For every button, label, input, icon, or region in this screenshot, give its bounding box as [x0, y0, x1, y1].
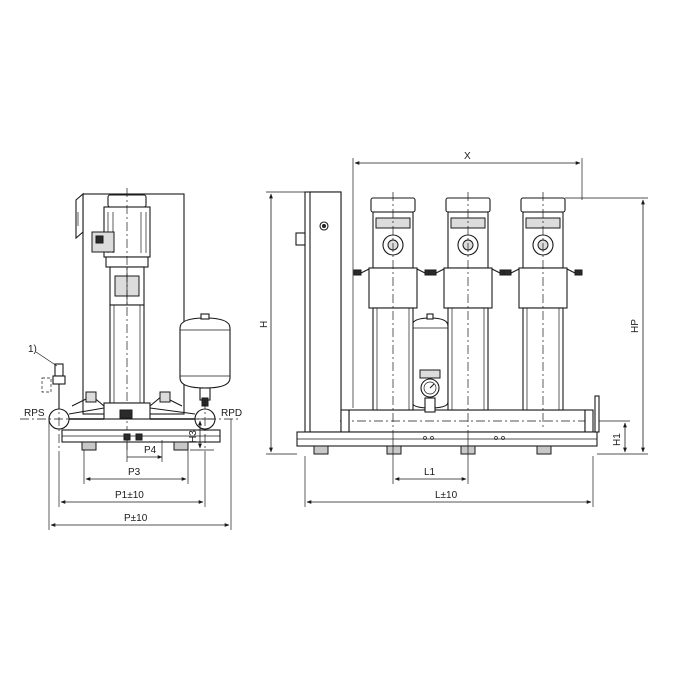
note-1-label: 1) [28, 344, 37, 355]
machine-foot [386, 445, 402, 455]
side-view-dimensions: H3 P4 P3 P1±10 P±10 [48, 418, 232, 530]
l1-label: L1 [424, 467, 436, 478]
machine-foot [81, 441, 97, 451]
cabinet-door-handle [75, 192, 84, 240]
machine-foot [313, 445, 329, 455]
p-label: P±10 [124, 513, 148, 524]
p4-label: P4 [144, 445, 157, 456]
machine-foot [536, 445, 552, 455]
rps-label: RPS [24, 408, 45, 419]
side-view: 1) RPS RPD [20, 188, 242, 455]
pump-unit [353, 192, 433, 430]
pressure-vessel [179, 317, 231, 389]
optional-component-outline [41, 377, 52, 393]
pump-unit [428, 192, 508, 430]
cabinet-handle [295, 232, 306, 246]
l-label: L±10 [435, 490, 458, 501]
hp-label: HP [630, 319, 641, 333]
h-label: H [259, 321, 270, 328]
h3-label: H3 [188, 430, 199, 443]
front-view-dimensions: X H HP H1 L1 L±10 [259, 151, 648, 507]
p1-label: P1±10 [115, 490, 144, 501]
front-view [295, 191, 600, 455]
rpd-label: RPD [221, 408, 242, 419]
h1-label: H1 [612, 433, 623, 446]
pump-unit [503, 192, 583, 430]
machine-foot [173, 441, 189, 451]
x-label: X [464, 151, 471, 162]
p3-label: P3 [128, 467, 141, 478]
